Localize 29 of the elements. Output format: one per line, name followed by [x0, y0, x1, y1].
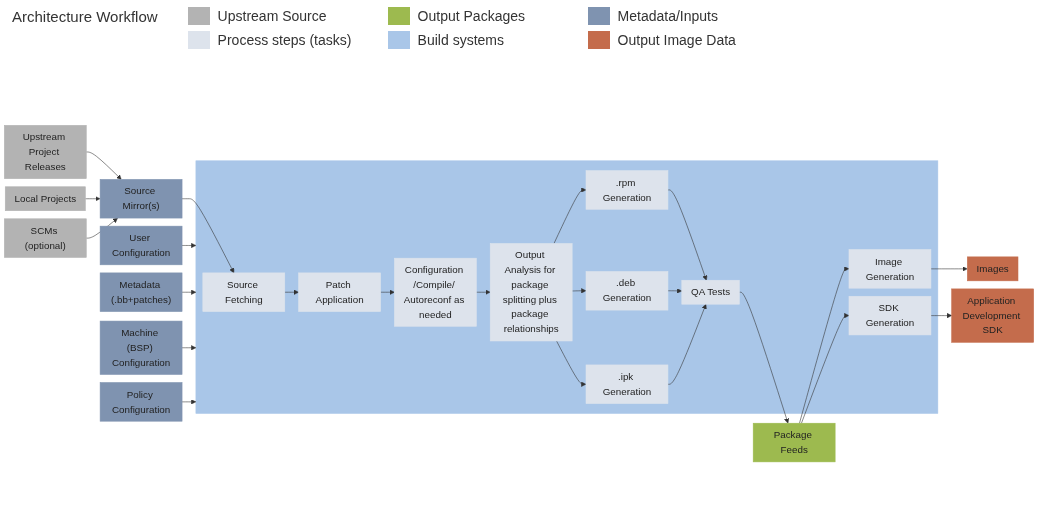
node-box: SDK Generation — [848, 295, 932, 336]
node-box: Patch Application — [298, 272, 381, 312]
diagram-title: Architecture Workflow — [12, 8, 158, 25]
node-box: .deb Generation — [585, 271, 669, 311]
node-box: .rpm Generation — [585, 170, 669, 210]
node-box: Image Generation — [848, 249, 932, 289]
node-box: Images — [967, 256, 1019, 282]
node-box: Output Analysis for package splitting plus package relationships — [489, 243, 573, 342]
node-box: SCMs (optional) — [4, 218, 87, 258]
node-box: QA Tests — [681, 279, 740, 305]
node-box: Upstream Project Releases — [4, 124, 87, 179]
cluster — [195, 160, 939, 414]
legend-label: Build systems — [417, 32, 504, 48]
node-box: User Configuration — [99, 225, 183, 265]
node-box: Local Projects — [4, 186, 86, 211]
legend-label: Output Image Data — [617, 32, 736, 48]
legend-label: Upstream Source — [217, 8, 327, 24]
node-box: Source Mirror(s) — [99, 179, 183, 219]
node-box: Metadata (.bb+patches) — [99, 272, 183, 312]
node-box: Configuration /Compile/ Autoreconf as needed — [394, 257, 477, 327]
node-box: .ipk Generation — [585, 364, 669, 404]
legend-label: Metadata/Inputs — [617, 8, 718, 24]
legend-label: Output Packages — [417, 8, 525, 24]
node-box: Machine (BSP) Configuration — [99, 320, 183, 375]
node-box: Application Development SDK — [951, 288, 1034, 343]
node-box: Source Fetching — [202, 272, 286, 312]
legend-label: Process steps (tasks) — [217, 32, 352, 48]
node-box: Policy Configuration — [99, 382, 183, 422]
node-box: Package Feeds — [752, 422, 836, 463]
